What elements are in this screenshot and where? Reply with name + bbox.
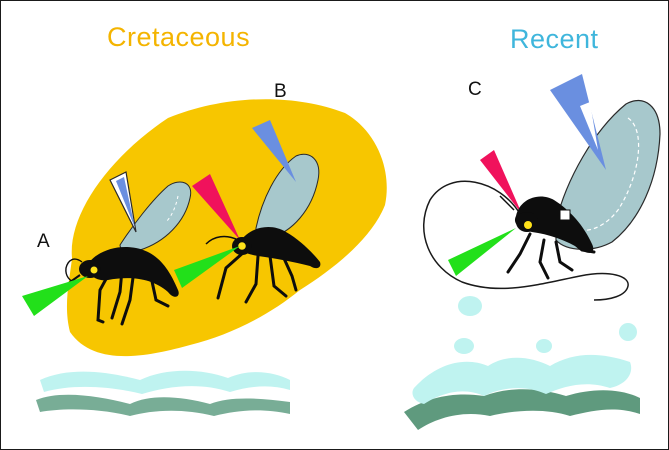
wave-light-left <box>40 371 290 394</box>
insect-c <box>424 74 660 300</box>
label-a: A <box>37 231 50 253</box>
label-c: C <box>468 79 482 101</box>
head-a <box>79 260 101 278</box>
label-b: B <box>274 81 287 103</box>
water-left <box>36 371 290 416</box>
amber-blob <box>67 99 387 356</box>
eye-a <box>91 267 98 274</box>
title-cretaceous: Cretaceous <box>107 22 250 53</box>
droplet-1 <box>458 296 482 316</box>
eye-b <box>238 242 246 250</box>
title-recent: Recent <box>510 24 599 55</box>
droplet-2 <box>454 338 474 354</box>
droplet-3 <box>536 339 552 353</box>
blue-cone-c <box>550 74 606 170</box>
water-right <box>404 296 640 430</box>
green-cone-c <box>448 228 516 276</box>
droplet-4 <box>619 323 637 341</box>
wave-dark-left <box>36 395 290 416</box>
eye-c <box>524 221 532 229</box>
pink-cone-c <box>480 150 522 214</box>
tag-c <box>560 210 570 220</box>
